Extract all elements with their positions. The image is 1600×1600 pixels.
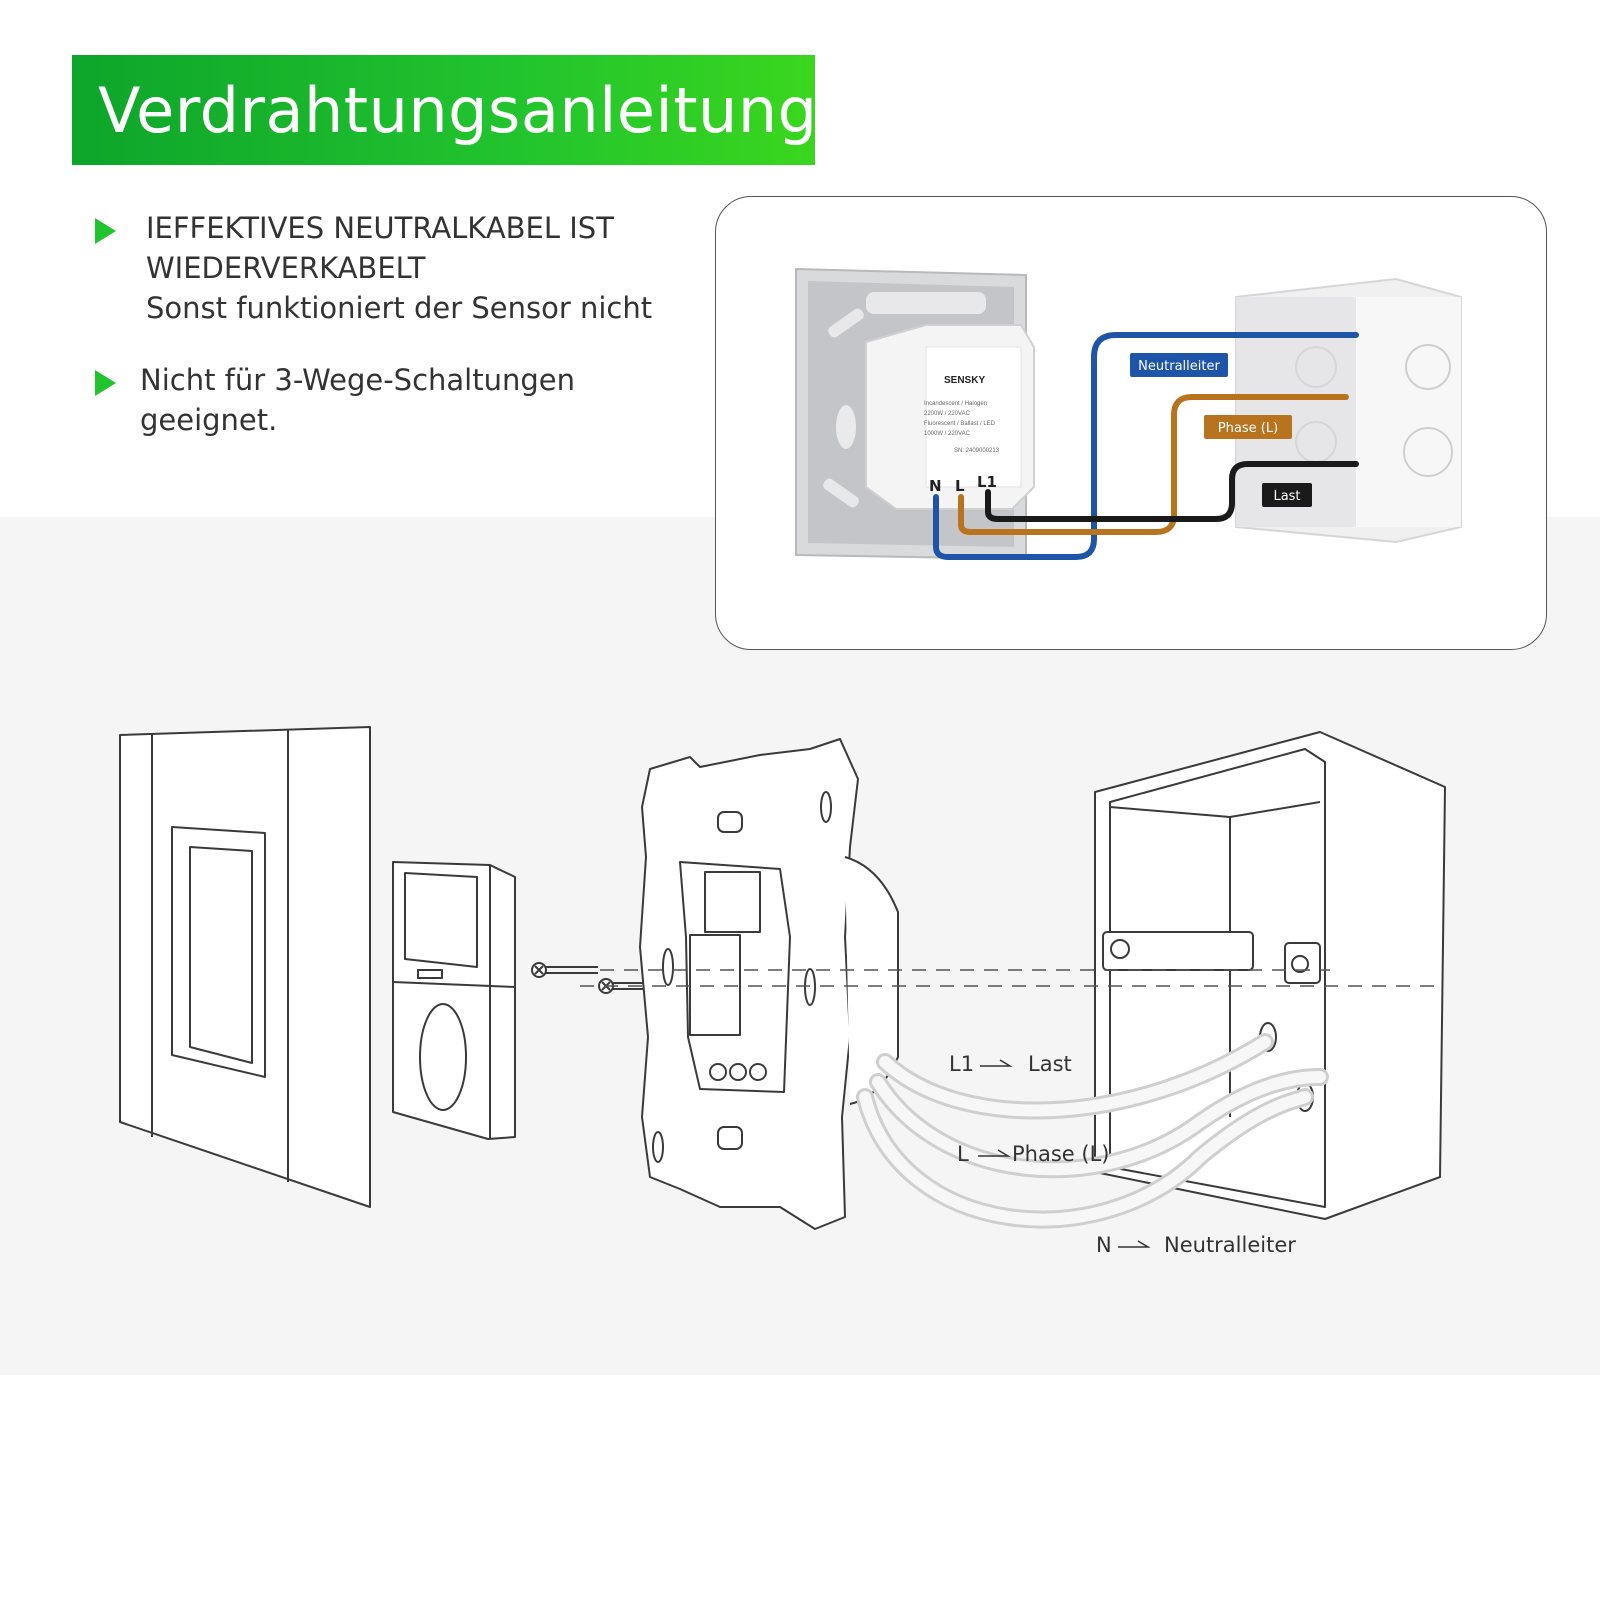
label-neutral: Neutralleiter (1130, 353, 1228, 377)
svg-text:N: N (1096, 1233, 1112, 1257)
svg-text:Neutralleiter: Neutralleiter (1138, 359, 1220, 374)
green-triangle-bullet-icon (95, 370, 116, 396)
neutral-wire (933, 332, 1359, 560)
svg-text:Phase (L): Phase (L) (1218, 421, 1278, 436)
alignment-lines (580, 969, 1440, 987)
module-spec: 1000W / 220VAC (924, 431, 971, 437)
svg-text:Last: Last (1028, 1052, 1072, 1076)
label-l1-last: L1 Last (949, 1052, 1072, 1076)
diagram-cables (856, 1033, 1329, 1229)
module-spec: 2200W / 220VAC (924, 411, 971, 417)
title-banner: Verdrahtungsanleitung (72, 55, 818, 165)
bullet-line: WIEDERVERKABELT (146, 251, 426, 285)
module-brand: SENSKY (944, 375, 985, 386)
arrow-icon (978, 1149, 1011, 1157)
label-load: Last (1262, 483, 1312, 507)
exploded-wiring-diagram: L1 Last L Phase (L) N Neutralleiter (119, 726, 1446, 1257)
bullet-line: IEFFEKTIVES NEUTRALKABEL IST (146, 211, 614, 245)
wiring-photo-illustration: SENSKY Incandescent / Halogen 2200W / 22… (795, 267, 1462, 561)
module-spec: Fluorescent / Ballast / LED (924, 421, 996, 427)
photo-wires (933, 332, 1359, 560)
bullet-line: geeignet. (140, 403, 278, 437)
svg-text:L: L (957, 1142, 969, 1166)
svg-text:L1: L1 (949, 1052, 974, 1076)
svg-text:Phase (L): Phase (L) (1012, 1142, 1109, 1166)
junction-box (1235, 277, 1462, 544)
svg-text:Last: Last (1273, 489, 1300, 504)
label-n-neutral: N Neutralleiter (1096, 1233, 1296, 1257)
wiring-photo-card: SENSKY Incandescent / Halogen 2200W / 22… (715, 196, 1547, 650)
terminal-label: L (955, 477, 965, 495)
mounting-bracket (639, 738, 859, 1230)
green-triangle-bullet-icon (95, 218, 116, 244)
svg-text:Neutralleiter: Neutralleiter (1164, 1233, 1296, 1257)
bullet-line: Sonst funktioniert der Sensor nicht (146, 291, 653, 325)
phase-wire (958, 394, 1349, 535)
page-title: Verdrahtungsanleitung (98, 73, 818, 147)
terminal-label: N (929, 477, 942, 495)
terminal-label: L1 (977, 473, 997, 491)
switch-frame (119, 726, 371, 1208)
flush-box (1094, 731, 1446, 1220)
bullet-line: Nicht für 3-Wege-Schaltungen (140, 363, 575, 397)
sensor-module: SENSKY Incandescent / Halogen 2200W / 22… (865, 324, 1035, 510)
label-phase: Phase (L) (1204, 415, 1292, 439)
sensor-cover (392, 861, 516, 1140)
module-spec: SN: 2409000213 (954, 448, 1000, 454)
arrow-icon (1118, 1240, 1151, 1248)
module-spec: Incandescent / Halogen (924, 401, 987, 407)
label-l-phase: L Phase (L) (957, 1142, 1109, 1166)
arrow-icon (980, 1059, 1013, 1067)
load-wire (985, 461, 1359, 522)
